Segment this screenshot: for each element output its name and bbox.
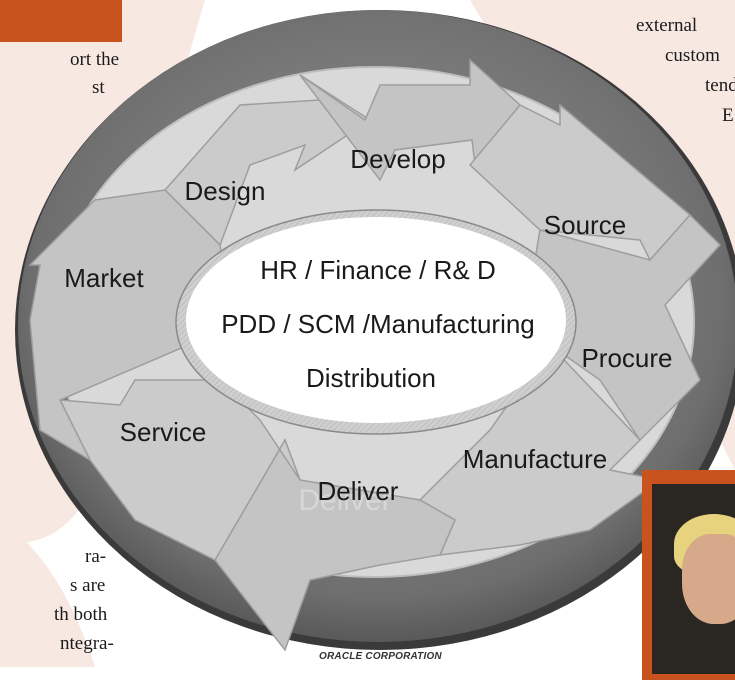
left-text-line: st <box>92 77 105 98</box>
right-text-line: E <box>722 105 734 126</box>
center-hub <box>186 217 566 423</box>
right-text-line: tend <box>705 75 735 96</box>
left-text-line: th both <box>54 604 108 625</box>
accent-bar <box>0 0 122 42</box>
right-text-line: external <box>636 15 698 36</box>
left-text-line: s are <box>70 575 106 596</box>
cycle-label-service: Service <box>120 417 207 447</box>
cycle-label-develop: Develop <box>350 144 445 174</box>
photo-face-shape <box>682 534 735 624</box>
right-text-line: custom <box>665 45 720 66</box>
cycle-label-deliver: Deliver <box>318 476 399 506</box>
left-text-line: ntegra- <box>60 633 114 654</box>
cycle-arrows <box>28 58 722 652</box>
person-photo <box>652 484 735 674</box>
left-text-line: ort the <box>70 49 120 70</box>
footer-credit: ORACLE CORPORATION <box>319 651 442 662</box>
left-text-line: ra- <box>85 546 107 567</box>
cycle-label-market: Market <box>64 263 144 293</box>
cycle-label-procure: Procure <box>581 343 672 373</box>
watermark-text: Deliver <box>298 484 391 517</box>
arrow-manufacture <box>418 343 662 556</box>
cycle-label-design: Design <box>185 176 266 206</box>
center-label: HR / Finance / R& D <box>260 255 496 285</box>
cycle-label-manufacture: Manufacture <box>463 444 608 474</box>
center-label: Distribution <box>306 363 436 393</box>
center-label: PDD / SCM /Manufacturing <box>221 309 535 339</box>
arrow-design <box>163 74 372 247</box>
cycle-label-source: Source <box>544 210 626 240</box>
